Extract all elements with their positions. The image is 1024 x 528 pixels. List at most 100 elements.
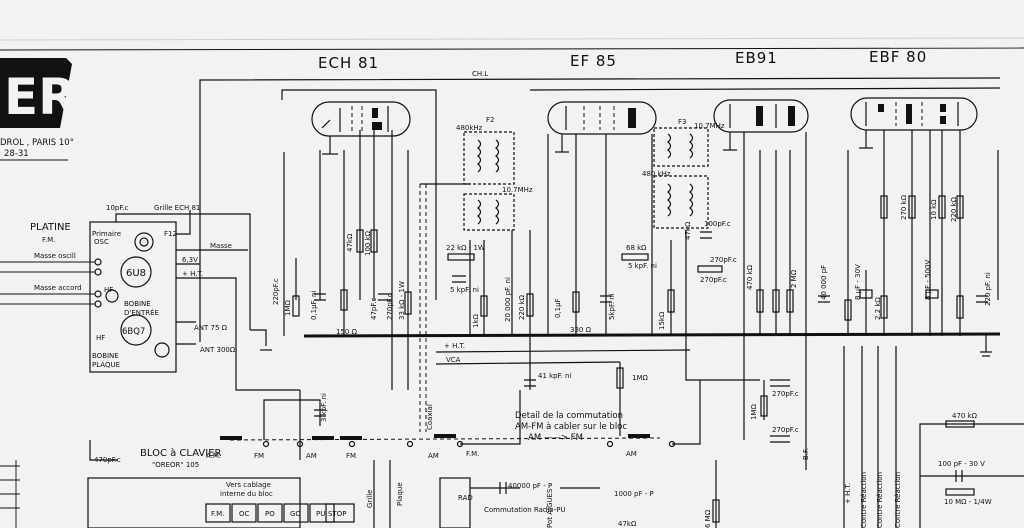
switch-am-2: AM bbox=[306, 452, 317, 460]
c40000b-label: 40000 pF - P bbox=[508, 482, 552, 490]
rad-label: RAD bbox=[458, 494, 473, 502]
platine-bobine: BOBINE bbox=[124, 300, 151, 308]
c100v-label: 100 pF - 30 V bbox=[938, 460, 985, 468]
platine-grille-label: Grille ECH 81 bbox=[154, 204, 200, 212]
r68k-label: 68 kΩ bbox=[626, 244, 647, 252]
platine-f12: F12 bbox=[164, 230, 177, 238]
platine-primaire: Primaire bbox=[92, 230, 121, 238]
c220b-label: 220 pF. ni bbox=[984, 272, 992, 306]
platine-primaire-osc: OSC bbox=[94, 238, 109, 246]
bloc-clavier-box bbox=[87, 477, 301, 528]
ht-line bbox=[435, 349, 691, 353]
switch-linkage bbox=[229, 437, 661, 441]
aigues-label: Pot AIGUES bbox=[546, 488, 554, 528]
c3k-label: 3 kpF. ni bbox=[320, 393, 328, 422]
coaxial-label: Coaxial bbox=[426, 404, 434, 430]
r470k-label: 470 kΩ bbox=[746, 264, 754, 290]
r270k-label: 270 kΩ bbox=[900, 194, 908, 220]
bloc-button-go[interactable] bbox=[283, 503, 309, 523]
platine-hf2: HF bbox=[96, 334, 105, 342]
page-top-rule bbox=[0, 47, 1024, 51]
switch-fm-2: FM bbox=[346, 452, 356, 460]
bloc-button-stop[interactable] bbox=[325, 503, 355, 523]
switch-am-3: AM bbox=[428, 452, 439, 460]
r47k-label: 47kΩ bbox=[346, 233, 354, 252]
c01-label: 0,1µF. ni bbox=[310, 291, 318, 320]
f2-label: F2 bbox=[486, 116, 494, 124]
r330-label: 330 Ω bbox=[570, 326, 592, 334]
r10k-label: 10 kΩ bbox=[930, 199, 938, 220]
c40000-label: 40 000 pF bbox=[820, 265, 828, 300]
if2-label: 10.7MHz bbox=[502, 186, 533, 194]
r220k-label: 220 kΩ bbox=[518, 294, 526, 320]
page-top-shadow bbox=[0, 37, 1024, 41]
platine-63v: 6,3V bbox=[182, 256, 198, 264]
bloc-button-po[interactable] bbox=[257, 503, 283, 523]
c270b-label: 270pF.c bbox=[700, 276, 727, 284]
tube-ech81 bbox=[311, 101, 411, 137]
c100-label: 100pF.c bbox=[704, 220, 731, 228]
bloc-button-pu[interactable] bbox=[309, 503, 335, 523]
r10m-label: 10 MΩ - 1/4W bbox=[944, 498, 992, 506]
c41k-label: 41 kpF. ni bbox=[538, 372, 571, 380]
commut-pu-label: Commutation Radio-PU bbox=[484, 506, 566, 514]
filament-line bbox=[199, 77, 1001, 342]
c270e-label: 270pF.c bbox=[772, 426, 799, 434]
ht-vertical-label: + H.T. bbox=[844, 483, 852, 504]
c270c-label: 270pF.c bbox=[386, 293, 394, 320]
r1ma-label: 1MΩ bbox=[750, 404, 758, 420]
tube-label-ef85: EF 85 bbox=[570, 52, 617, 70]
platine-hf1: HF bbox=[104, 286, 113, 294]
bloc-button-go-label: GO bbox=[290, 510, 301, 518]
r1m-label: 1MΩ bbox=[284, 300, 292, 316]
c5k2-label: 5 kpF. ni bbox=[628, 262, 657, 270]
bloc-button-oc-label: OC bbox=[239, 510, 250, 518]
c47-label: 47pF.c bbox=[370, 298, 378, 320]
switch-contacts bbox=[220, 434, 676, 448]
c270a-label: 270pF.c bbox=[710, 256, 737, 264]
platine-subtitle: F.M. bbox=[42, 236, 55, 244]
platine-title: PLATINE bbox=[30, 222, 71, 233]
platine-bobine-plaque-1: BOBINE bbox=[92, 352, 119, 360]
switch-fm-1: FM bbox=[254, 452, 264, 460]
switch-am-4: AM bbox=[626, 450, 637, 458]
switch-fm-3: F.M. bbox=[466, 450, 479, 458]
bloc-button-fm[interactable] bbox=[205, 503, 231, 523]
if4-label: 480 kHz bbox=[642, 170, 671, 178]
if3-label: 10.7MHz bbox=[694, 122, 725, 130]
masse-oscill-label: Masse oscill bbox=[34, 252, 76, 260]
detail-line-2: AM-FM à cabler sur le bloc bbox=[515, 422, 627, 432]
if-transformer-f3 bbox=[653, 127, 709, 229]
platine-tube-6bq7: 6BQ7 bbox=[122, 327, 145, 337]
bloc-button-stop-label: STOP bbox=[328, 510, 346, 518]
tube-ebf80 bbox=[850, 97, 978, 131]
ant75-label: ANT 75 Ω bbox=[194, 324, 228, 332]
bloc-cablage-1: Vers cablage bbox=[226, 481, 271, 489]
vca-line bbox=[435, 361, 621, 365]
r2k2-label: 2,2 kΩ bbox=[874, 297, 882, 320]
tube-eb91 bbox=[713, 99, 809, 133]
ant300-label: ANT 300Ω bbox=[200, 346, 236, 354]
r150-label: 150 Ω bbox=[336, 328, 358, 336]
platine-ht: + H.T. bbox=[182, 270, 203, 278]
bloc-button-oc[interactable] bbox=[231, 503, 257, 523]
tube-label-eb91: EB91 bbox=[735, 49, 778, 67]
platine-masse-label: Masse bbox=[210, 242, 232, 250]
masse-accord-label: Masse accord bbox=[34, 284, 82, 292]
grille-label: Grille bbox=[366, 490, 374, 508]
if1-label: 480kHz bbox=[456, 124, 483, 132]
c1000-label: 1000 pF - P bbox=[614, 490, 654, 498]
r22k-label: 22 kΩ - 1W bbox=[446, 244, 485, 252]
detail-line-1: Detail de la commutation bbox=[515, 411, 623, 421]
ht-label: + H.T. bbox=[444, 342, 465, 350]
c01b-label: 0,1µF bbox=[554, 298, 562, 318]
tube-ef85 bbox=[547, 101, 657, 135]
switch-am-1: A.M. bbox=[206, 452, 221, 460]
vca-label: VCA bbox=[446, 356, 461, 364]
commutation-switch-box bbox=[439, 477, 471, 528]
platine-tube-6u8: 6U8 bbox=[126, 268, 146, 279]
r6m-label: 6 MΩ bbox=[704, 509, 712, 528]
c5k3-label: 5kpF. ni bbox=[608, 293, 616, 320]
platine-bobine-plaque-2: PLAQUE bbox=[92, 361, 120, 369]
